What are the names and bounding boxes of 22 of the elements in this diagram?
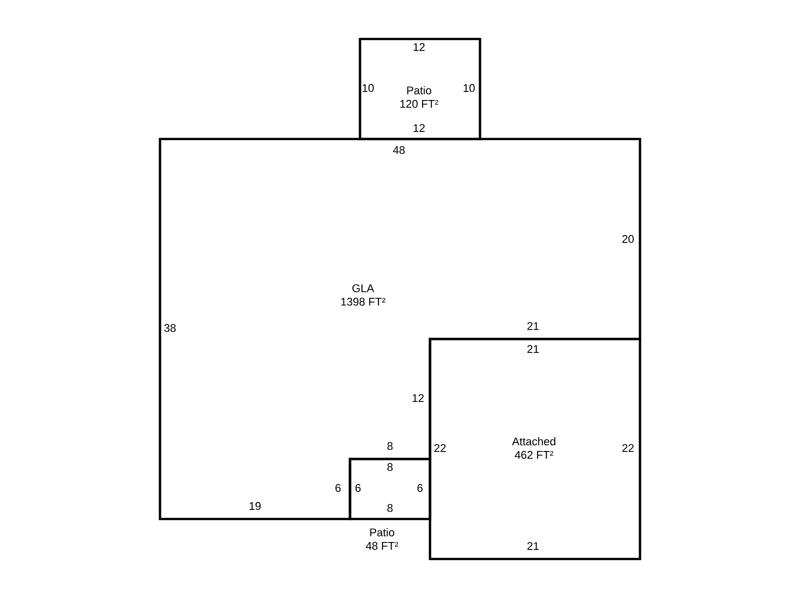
dimension-label: 12 bbox=[412, 394, 424, 402]
dimension-label: 21 bbox=[527, 322, 539, 330]
dimension-label: 8 bbox=[387, 442, 393, 450]
dimension-label: 8 bbox=[387, 504, 393, 512]
node-label: 48 FT² bbox=[366, 542, 398, 550]
dimension-label: 12 bbox=[414, 43, 425, 51]
dimension-label: 19 bbox=[250, 502, 261, 510]
dimension-label: 21 bbox=[527, 542, 539, 550]
dimension-label: 6 bbox=[335, 484, 341, 492]
dimension-label: 21 bbox=[527, 345, 539, 353]
dimension-label: 10 bbox=[464, 84, 475, 92]
dimension-label: 12 bbox=[414, 124, 425, 132]
dimension-label: 20 bbox=[622, 235, 634, 243]
dimension-label: 10 bbox=[362, 84, 374, 92]
dimension-label: 22 bbox=[434, 444, 446, 452]
dimension-label: 8 bbox=[387, 463, 393, 471]
node-label: Patio bbox=[370, 528, 394, 536]
dimension-label: 22 bbox=[622, 444, 634, 452]
dimension-label: 6 bbox=[417, 484, 423, 492]
dimension-label: 38 bbox=[164, 324, 176, 332]
dimension-label: 6 bbox=[355, 484, 361, 492]
dimension-label: 48 bbox=[393, 146, 405, 154]
